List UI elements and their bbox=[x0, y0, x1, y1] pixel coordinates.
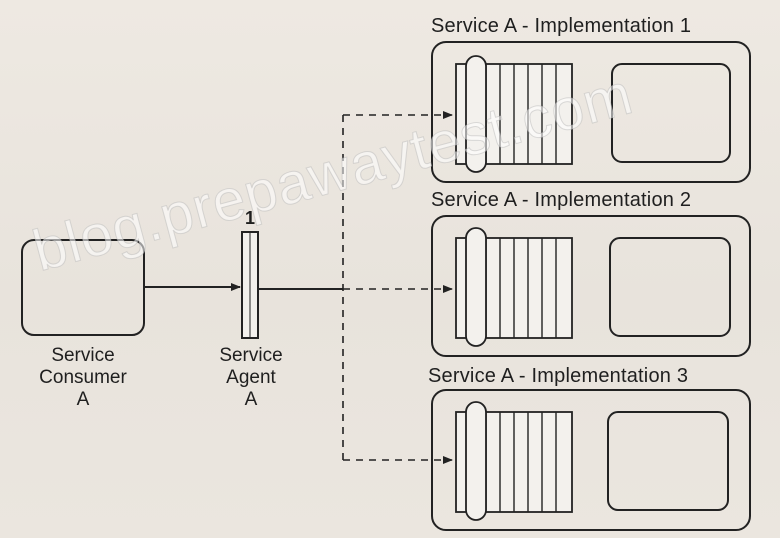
implementation-2-container bbox=[431, 215, 751, 357]
service-consumer-box bbox=[21, 239, 145, 336]
implementation-2-component-stack bbox=[455, 227, 573, 347]
service-agent-label-line1: Service bbox=[219, 345, 283, 366]
implementation-3-resource-box bbox=[607, 411, 729, 511]
service-consumer-label-line3: A bbox=[76, 389, 90, 410]
service-consumer-label-line1: Service bbox=[51, 345, 115, 366]
implementation-1-resource-box bbox=[611, 63, 731, 163]
implementation-3-container bbox=[431, 389, 751, 531]
service-consumer-label-line2: Consumer bbox=[39, 367, 127, 388]
service-agent-label-line3: A bbox=[244, 389, 258, 410]
implementation-2-resource-box bbox=[609, 237, 731, 337]
service-agent-number: 1 bbox=[244, 208, 255, 228]
implementation-3-title: Service A - Implementation 3 bbox=[428, 365, 689, 387]
implementation-1 bbox=[431, 41, 751, 183]
implementation-3-component-stack bbox=[455, 401, 573, 521]
implementation-1-component-stack bbox=[455, 55, 573, 173]
implementation-1-container bbox=[431, 41, 751, 183]
implementation-2-title: Service A - Implementation 2 bbox=[431, 189, 692, 211]
service-consumer-label: Service Consumer A bbox=[18, 345, 148, 411]
service-agent-label-line2: Agent bbox=[226, 367, 276, 388]
implementation-3 bbox=[431, 389, 751, 531]
service-agent-label: Service Agent A bbox=[196, 345, 306, 411]
implementation-1-title: Service A - Implementation 1 bbox=[431, 15, 692, 37]
implementation-2 bbox=[431, 215, 751, 357]
